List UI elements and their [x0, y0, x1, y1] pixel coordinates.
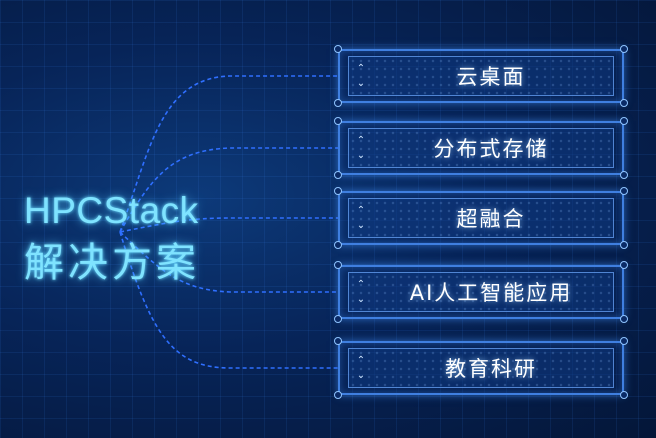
- connector-line-5: [119, 231, 338, 369]
- corner-dot-icon: [620, 391, 628, 399]
- corner-dot-icon: [334, 315, 342, 323]
- node-frame: [338, 191, 624, 245]
- solution-label: 分布式存储: [433, 137, 549, 161]
- corner-dot-icon: [334, 391, 342, 399]
- connector-line-2: [119, 147, 338, 233]
- up-down-chevron-icon: ⌃⌄: [356, 355, 366, 381]
- node-frame: [338, 265, 624, 319]
- node-inner-panel: [348, 56, 614, 96]
- node-inner-panel: [348, 348, 614, 388]
- corner-dot-icon: [334, 261, 342, 269]
- corner-dot-icon: [620, 171, 628, 179]
- corner-dot-icon: [620, 241, 628, 249]
- corner-dot-icon: [620, 261, 628, 269]
- corner-dot-icon: [334, 171, 342, 179]
- node-inner-panel: [348, 198, 614, 238]
- title-line-2: 解决方案: [24, 240, 200, 286]
- connector-line-1: [119, 75, 338, 233]
- solution-node-hyperconverged[interactable]: ⌃⌄ 超融合: [334, 187, 628, 249]
- node-frame: [338, 121, 624, 175]
- corner-dot-icon: [334, 187, 342, 195]
- up-down-chevron-icon: ⌃⌄: [356, 135, 366, 161]
- corner-dot-icon: [620, 99, 628, 107]
- up-down-chevron-icon: ⌃⌄: [356, 205, 366, 231]
- solution-label: 教育科研: [445, 357, 537, 381]
- node-frame: [338, 49, 624, 103]
- up-down-chevron-icon: ⌃⌄: [356, 279, 366, 305]
- connector-line-3: [119, 217, 338, 233]
- solution-node-education-research[interactable]: ⌃⌄ 教育科研: [334, 337, 628, 399]
- corner-dot-icon: [620, 45, 628, 53]
- connector-line-4: [119, 231, 338, 293]
- title-line-1: HPCStack: [24, 190, 199, 231]
- up-down-chevron-icon: ⌃⌄: [356, 63, 366, 89]
- corner-dot-icon: [334, 45, 342, 53]
- solution-label: 超融合: [456, 207, 526, 231]
- corner-dot-icon: [334, 99, 342, 107]
- solution-title: HPCStack 解决方案: [24, 192, 200, 283]
- node-frame: [338, 341, 624, 395]
- solution-node-cloud-desktop[interactable]: ⌃⌄ 云桌面: [334, 45, 628, 107]
- corner-dot-icon: [334, 117, 342, 125]
- corner-dot-icon: [334, 337, 342, 345]
- node-inner-panel: [348, 128, 614, 168]
- solution-node-distributed-storage[interactable]: ⌃⌄ 分布式存储: [334, 117, 628, 179]
- solution-label: AI人工智能应用: [409, 281, 573, 305]
- corner-dot-icon: [620, 117, 628, 125]
- corner-dot-icon: [334, 241, 342, 249]
- solution-node-ai-applications[interactable]: ⌃⌄ AI人工智能应用: [334, 261, 628, 323]
- node-inner-panel: [348, 272, 614, 312]
- corner-dot-icon: [620, 315, 628, 323]
- solution-label: 云桌面: [456, 65, 526, 89]
- corner-dot-icon: [620, 337, 628, 345]
- corner-dot-icon: [620, 187, 628, 195]
